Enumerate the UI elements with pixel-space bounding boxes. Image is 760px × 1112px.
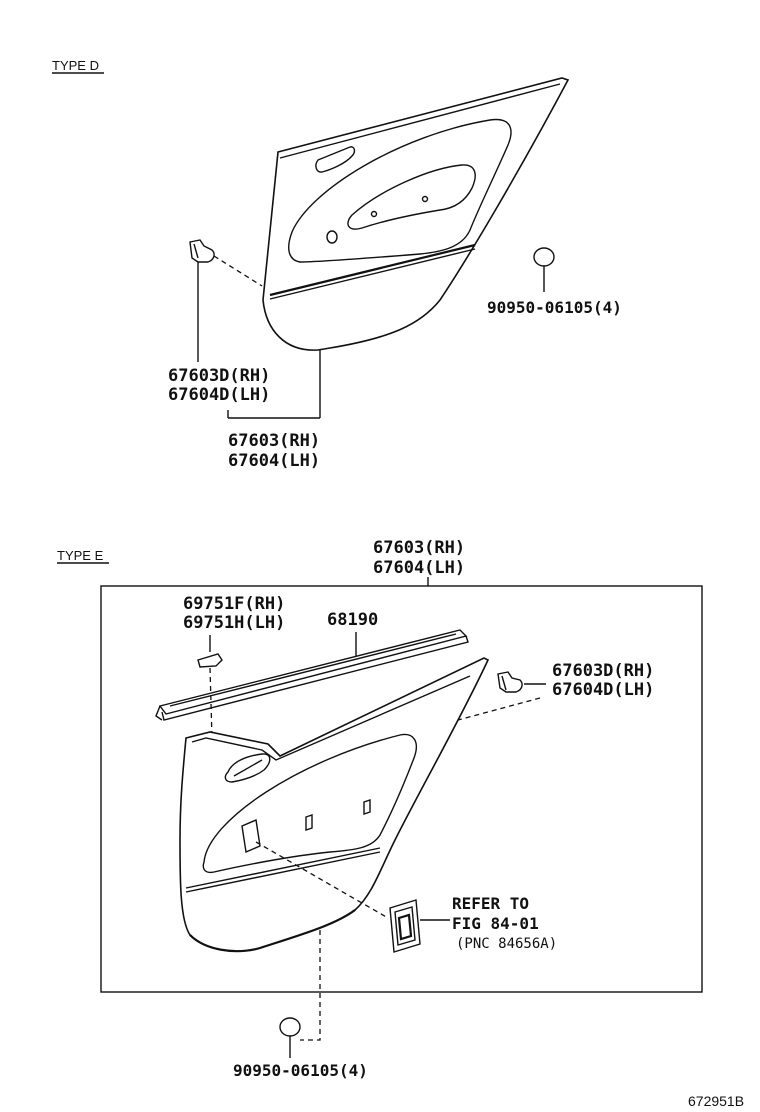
- type-e-weatherstrip-rail[interactable]: [155, 629, 469, 721]
- type-e-refer-line2[interactable]: FIG 84-01: [452, 914, 539, 933]
- type-e-armrest-recess: [202, 733, 418, 874]
- type-e-refer-line3[interactable]: (PNC 84656A): [456, 936, 557, 952]
- type-e-top-edge: [191, 675, 471, 761]
- type-e-panel-lh[interactable]: 67604(LH): [373, 558, 465, 578]
- type-d-round-clip-icon[interactable]: [533, 247, 555, 267]
- type-e-bezel-dash: [255, 841, 389, 919]
- type-e-clip-dash: [300, 930, 321, 1041]
- type-d-pin-rh[interactable]: 67603D(RH): [168, 366, 270, 386]
- type-d-panel-rh[interactable]: 67603(RH): [228, 431, 320, 451]
- type-e-handle-inner: [233, 759, 263, 777]
- type-e-refer-line1[interactable]: REFER TO: [452, 894, 529, 913]
- type-e-pin-lh[interactable]: 67604D(LH): [552, 680, 654, 700]
- type-e-cap-dash: [209, 667, 213, 739]
- type-e-cap-rh[interactable]: 69751F(RH): [183, 594, 285, 614]
- type-d-clip-pin-icon[interactable]: [189, 239, 215, 263]
- type-d-hole: [370, 210, 378, 218]
- type-e-lower-strip: [185, 847, 381, 889]
- type-d-label: TYPE D: [52, 58, 99, 73]
- type-d-inner-pocket: [347, 164, 476, 230]
- type-e-lower-strip-edge: [185, 851, 381, 893]
- type-d-pin-lh[interactable]: 67604D(LH): [168, 385, 270, 405]
- type-d-switch-hole: [326, 230, 338, 244]
- type-e-door-panel[interactable]: [179, 657, 490, 952]
- type-e-clip-pin-icon[interactable]: [497, 671, 523, 693]
- type-e-bottom-edge: [189, 909, 356, 953]
- type-e-switch-bezel-icon[interactable]: [389, 899, 421, 953]
- type-e-handle-recess: [224, 753, 271, 783]
- type-e-switch-opening: [241, 819, 261, 853]
- type-e-frame: [100, 585, 703, 993]
- type-e-pin-dash: [457, 697, 541, 721]
- type-e-weatherstrip[interactable]: 68190: [327, 610, 378, 630]
- type-e-label: TYPE E: [57, 548, 104, 563]
- type-d-top-edge: [279, 83, 561, 159]
- type-e-slot: [305, 814, 313, 831]
- type-e-slot: [363, 799, 371, 815]
- type-d-handle-opening: [315, 146, 356, 173]
- type-d-panel-lh[interactable]: 67604(LH): [228, 451, 320, 471]
- type-e-round-clip-icon[interactable]: [279, 1017, 301, 1037]
- type-e-pin-rh[interactable]: 67603D(RH): [552, 661, 654, 681]
- type-d-pin-leader: [213, 255, 263, 287]
- type-d-lower-strip: [269, 243, 476, 297]
- type-e-cap-lh[interactable]: 69751H(LH): [183, 613, 285, 633]
- figure-id: 672951B: [688, 1093, 744, 1109]
- type-d-lower-strip-edge: [269, 248, 476, 300]
- type-d-section: TYPE D 90950-06105(4): [52, 58, 622, 471]
- type-d-clip-number[interactable]: 90950-06105(4): [487, 298, 622, 317]
- type-d-armrest-recess: [288, 118, 512, 263]
- type-e-panel-rh[interactable]: 67603(RH): [373, 538, 465, 558]
- type-e-section: TYPE E 67603(RH) 67604(LH) 69751F(RH) 69…: [57, 538, 703, 1080]
- type-e-clip-number[interactable]: 90950-06105(4): [233, 1061, 368, 1080]
- type-e-cap-icon[interactable]: [197, 653, 223, 668]
- type-d-hole: [421, 195, 429, 203]
